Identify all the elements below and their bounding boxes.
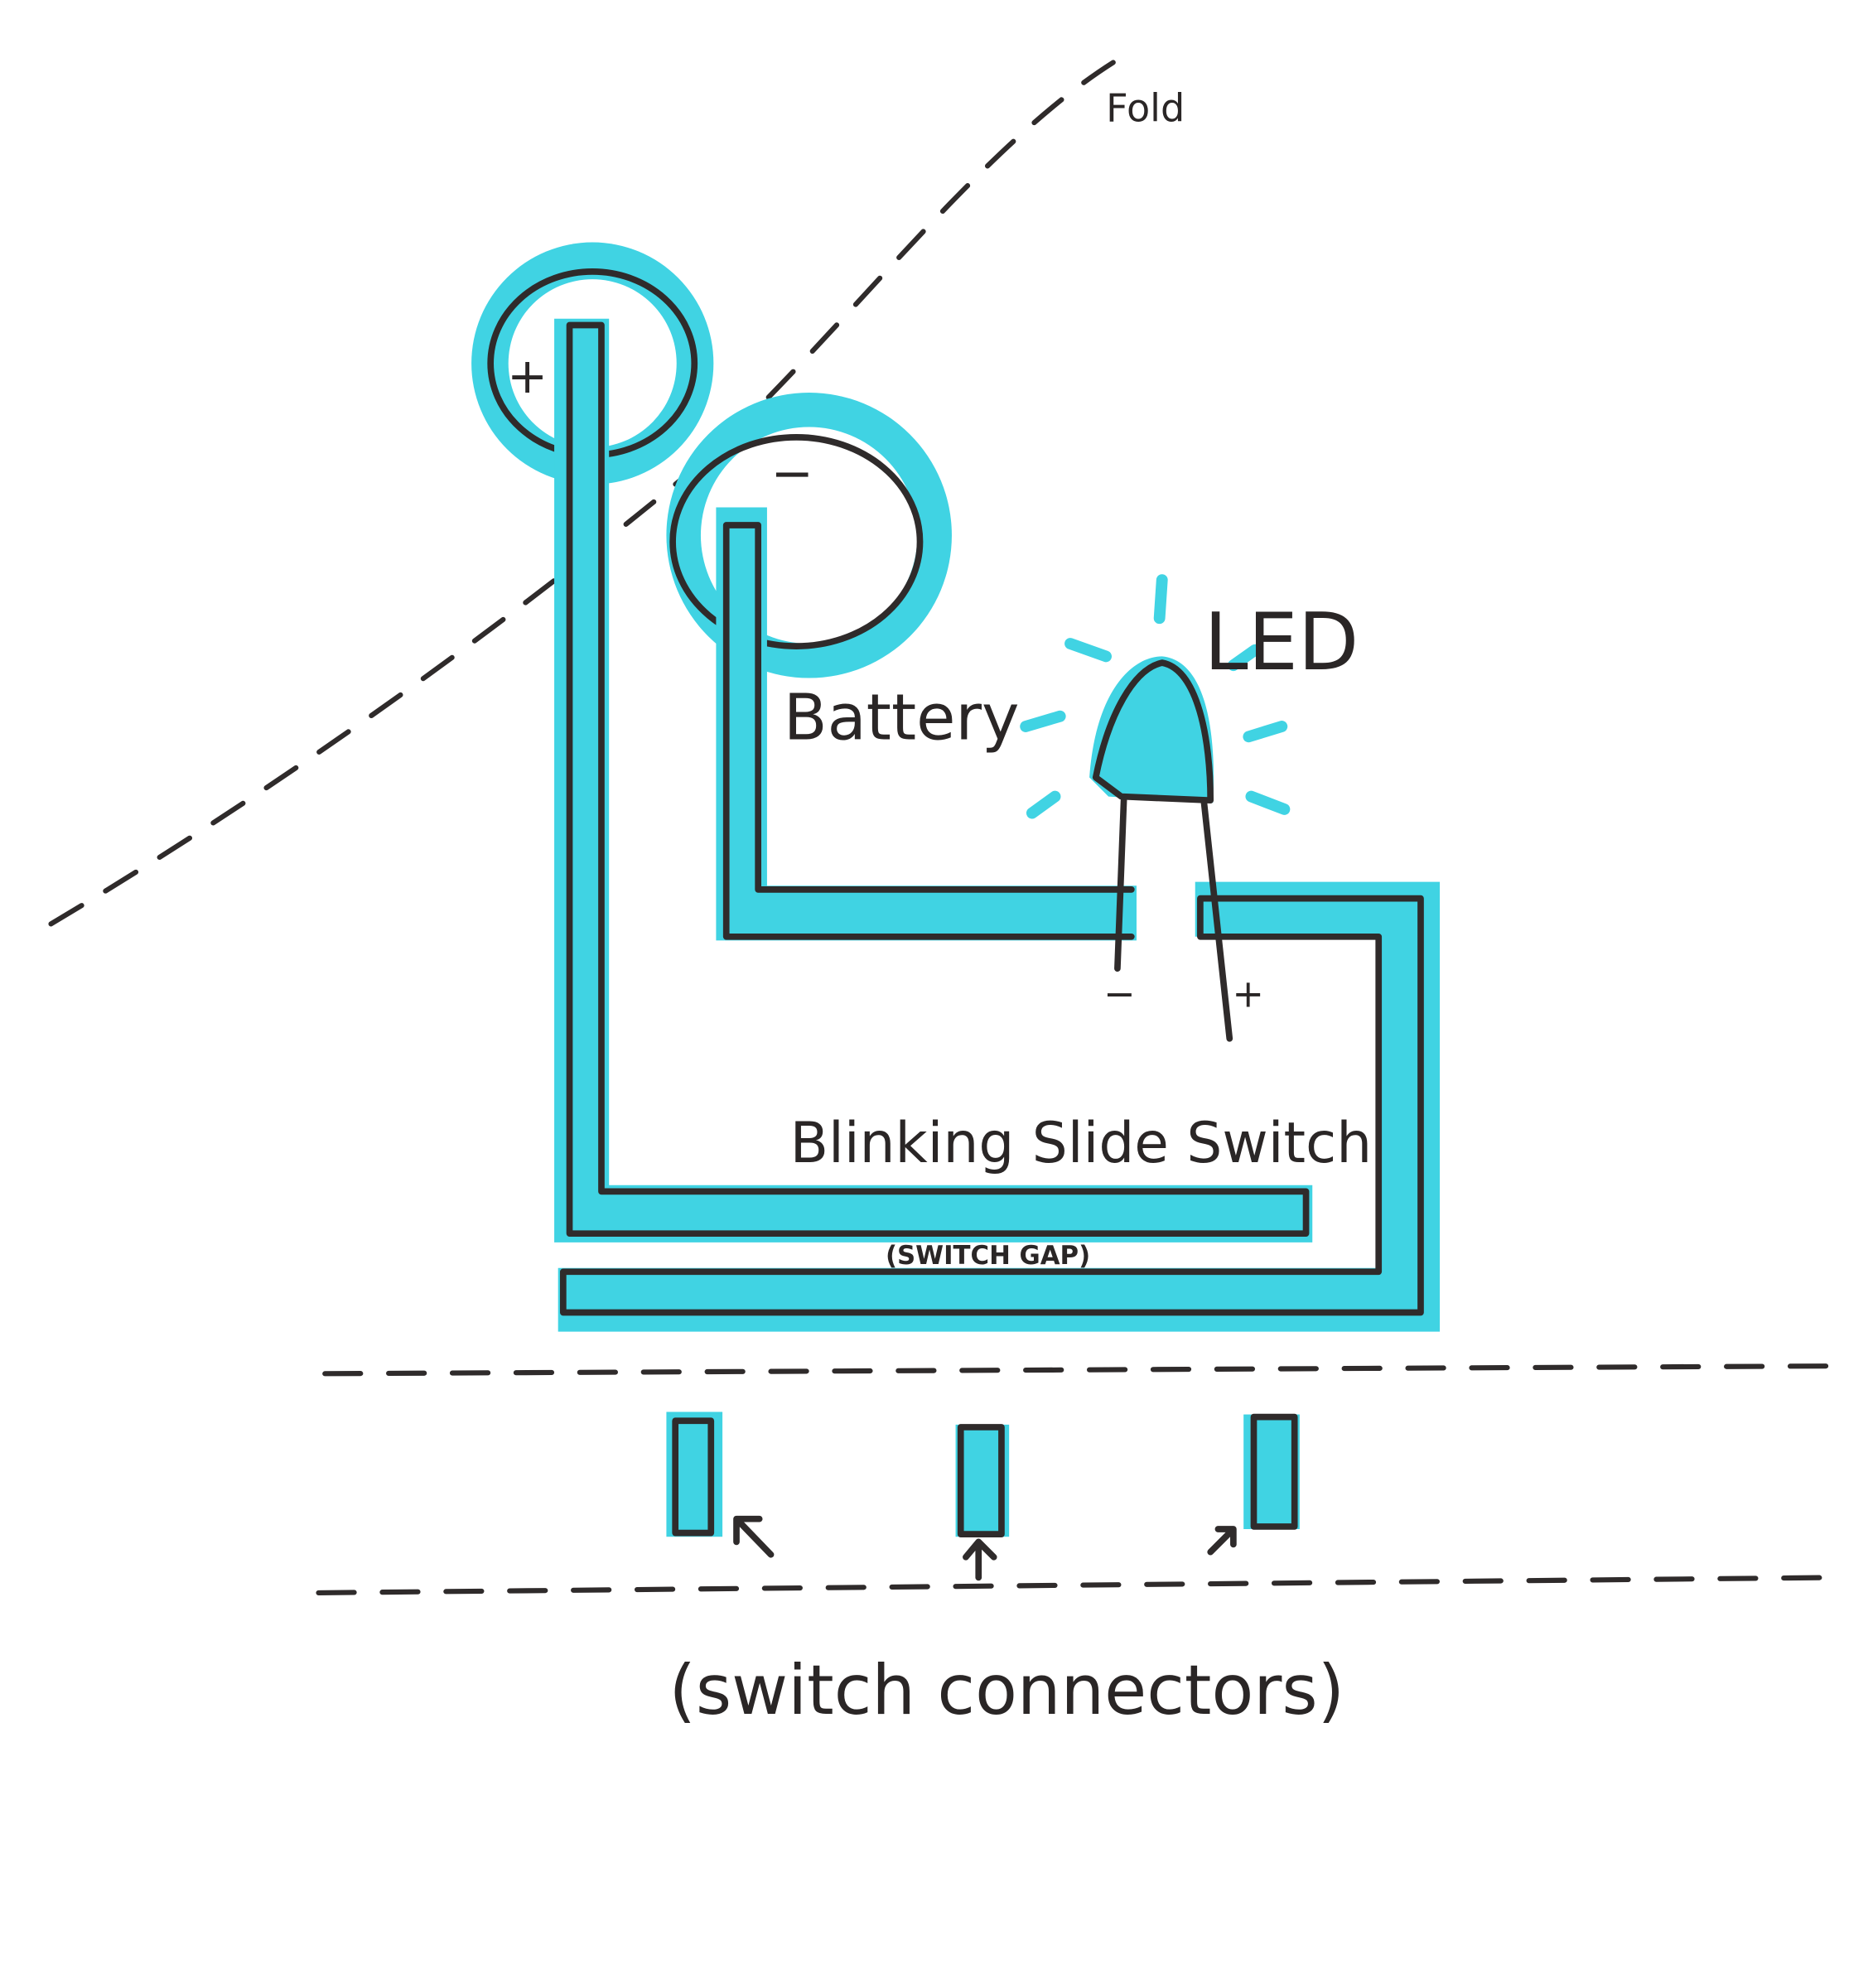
led-plus-label: + <box>1232 971 1264 1016</box>
led-switch-trace <box>558 881 1441 1332</box>
led-light-rays <box>1020 574 1291 819</box>
switch-connectors-label: (switch connectors) <box>669 1650 1345 1730</box>
positive-trace <box>554 318 1313 1242</box>
switch-gap-label: (SWITCH GAP) <box>886 1241 1090 1271</box>
led-label: LED <box>1204 596 1359 688</box>
switch-connector-3 <box>1207 1413 1300 1556</box>
lower-dashed-line <box>316 1575 1837 1595</box>
battery-label: Battery <box>784 681 1020 755</box>
switch-title: Blinking Slide Switch <box>790 1110 1373 1175</box>
led-minus-label: − <box>1103 971 1136 1016</box>
negative-trace <box>716 507 1137 941</box>
switch-connector-1 <box>666 1411 775 1558</box>
fold-label: Fold <box>1106 85 1185 130</box>
battery-plus-label: + <box>507 348 548 404</box>
led-icon <box>1020 574 1291 1042</box>
battery-negative-pad <box>666 393 952 678</box>
fold-line <box>48 59 1118 927</box>
battery-minus-label: − <box>771 443 814 503</box>
upper-dashed-line <box>322 1363 1832 1377</box>
switch-connector-2 <box>955 1424 1010 1581</box>
